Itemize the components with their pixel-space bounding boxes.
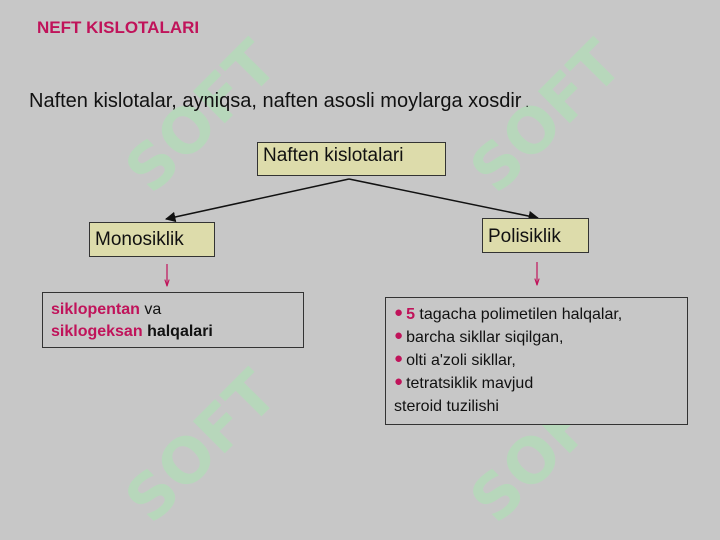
node-monosiklik: Monosiklik (89, 222, 215, 257)
polisiklik-description: ●5 tagacha polimetilen halqalar, ●barcha… (385, 297, 688, 425)
halqalari-label: halqalari (147, 323, 213, 340)
bullet-text: olti a'zoli sikllar, (406, 352, 516, 369)
slide-title: NEFT KISLOTALARI (37, 18, 200, 37)
bullet-icon: ● (394, 304, 404, 321)
bullet-text: tetratsiklik mavjud (406, 375, 534, 392)
node-polisiklik: Polisiklik (482, 218, 589, 253)
bullet-text: tagacha polimetilen halqalar, (419, 306, 623, 323)
list-item: ●tetratsiklik mavjud (394, 372, 679, 395)
monosiklik-description: siklopentan va siklogeksan halqalari (42, 292, 304, 348)
ring-count: 5 (406, 306, 415, 323)
arrow-root-to-polisiklik (348, 178, 540, 222)
conjunction: va (144, 301, 162, 318)
compound-siklopentan: siklopentan (51, 301, 140, 318)
intro-sentence: Naften kislotalar, ayniqsa, naften asosl… (29, 90, 529, 113)
arrow-root-to-monosiklik (164, 178, 350, 223)
node-naften-kislotalari: Naften kislotalari (257, 142, 446, 176)
intro-text: Naften kislotalar, ayniqsa, naften asosl… (29, 90, 522, 112)
bullet-icon: ● (394, 373, 404, 390)
intro-period: . (525, 96, 529, 110)
list-item: ●barcha sikllar siqilgan, (394, 326, 679, 349)
bullet-icon: ● (394, 350, 404, 367)
bullet-icon: ● (394, 327, 404, 344)
list-item-continuation: steroid tuzilishi (394, 398, 499, 415)
list-item: ●olti a'zoli sikllar, (394, 349, 679, 372)
list-item: ●5 tagacha polimetilen halqalar, (394, 303, 679, 326)
bullet-text: barcha sikllar siqilgan, (406, 329, 564, 346)
compound-siklogeksan: siklogeksan (51, 323, 143, 340)
